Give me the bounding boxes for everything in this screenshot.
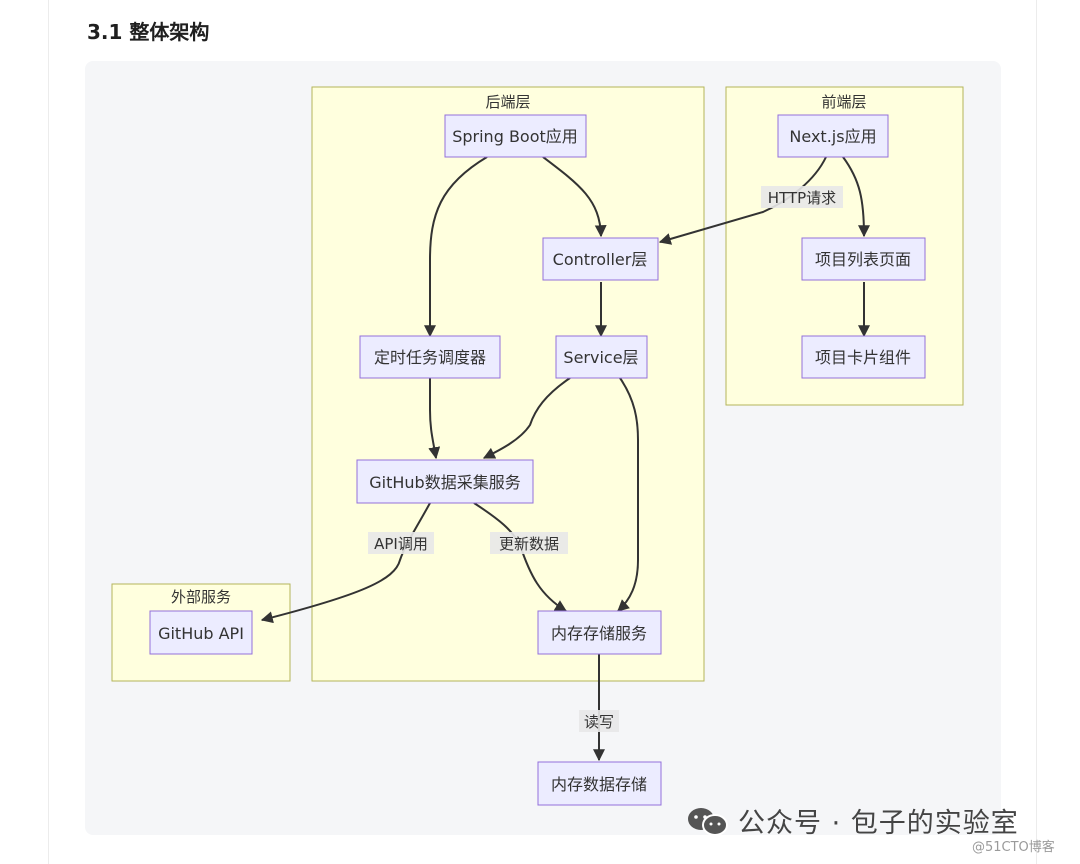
- edge-springboot-scheduler: [424, 156, 488, 338]
- node-github-api-label: GitHub API: [158, 624, 244, 643]
- node-collector-label: GitHub数据采集服务: [369, 473, 520, 492]
- node-nextjs-label: Next.js应用: [789, 127, 876, 146]
- edge-label-http: HTTP请求: [761, 186, 843, 208]
- wechat-icon: [688, 808, 728, 836]
- node-project-card: 项目卡片组件: [801, 335, 926, 379]
- node-nextjs: Next.js应用: [777, 114, 889, 158]
- node-memory-service: 内存存储服务: [537, 610, 662, 655]
- node-spring-boot-label: Spring Boot应用: [452, 127, 578, 146]
- edge-label-api-call-text: API调用: [374, 535, 428, 553]
- edge-label-update-data: 更新数据: [490, 532, 568, 554]
- edge-service-memoryservice: [617, 377, 639, 612]
- node-memory-store-label: 内存数据存储: [551, 775, 647, 794]
- node-project-list-label: 项目列表页面: [815, 250, 911, 269]
- page-right-rule: [1036, 0, 1037, 864]
- node-project-card-label: 项目卡片组件: [815, 348, 911, 367]
- node-collector: GitHub数据采集服务: [356, 459, 534, 504]
- node-controller-label: Controller层: [553, 250, 648, 269]
- subgraph-external: 外部服务: [111, 583, 291, 682]
- edge-scheduler-collector: [428, 378, 441, 460]
- subgraph-external-label: 外部服务: [171, 588, 231, 606]
- edges: [260, 156, 870, 762]
- page-left-rule: [48, 0, 49, 864]
- node-scheduler-label: 定时任务调度器: [374, 348, 486, 367]
- edge-label-read-write: 读写: [579, 710, 619, 732]
- node-controller: Controller层: [542, 237, 659, 281]
- edge-label-update-data-text: 更新数据: [499, 535, 559, 553]
- site-watermark: @51CTO博客: [972, 840, 1055, 855]
- node-memory-store: 内存数据存储: [537, 761, 662, 806]
- watermark-text: 公众号 · 包子的实验室: [738, 808, 1019, 839]
- edge-label-read-write-text: 读写: [584, 713, 614, 731]
- node-scheduler: 定时任务调度器: [359, 335, 501, 379]
- edge-label-api-call: API调用: [368, 532, 434, 554]
- subgraph-backend: 后端层: [311, 86, 705, 682]
- edge-collector-githubapi: [260, 502, 431, 624]
- subgraph-backend-label: 后端层: [485, 93, 530, 111]
- edge-label-http-text: HTTP请求: [768, 189, 836, 207]
- node-github-api: GitHub API: [149, 610, 253, 655]
- node-service-label: Service层: [563, 348, 638, 367]
- node-service: Service层: [555, 335, 648, 379]
- node-spring-boot: Spring Boot应用: [444, 114, 587, 158]
- edge-springboot-controller: [542, 156, 607, 238]
- edge-nextjs-projectlist: [842, 156, 870, 238]
- subgraph-frontend-label: 前端层: [821, 93, 866, 111]
- section-title: 3.1 整体架构: [87, 20, 210, 44]
- node-memory-service-label: 内存存储服务: [551, 624, 647, 643]
- edge-service-collector: [482, 377, 571, 459]
- node-project-list: 项目列表页面: [801, 237, 926, 281]
